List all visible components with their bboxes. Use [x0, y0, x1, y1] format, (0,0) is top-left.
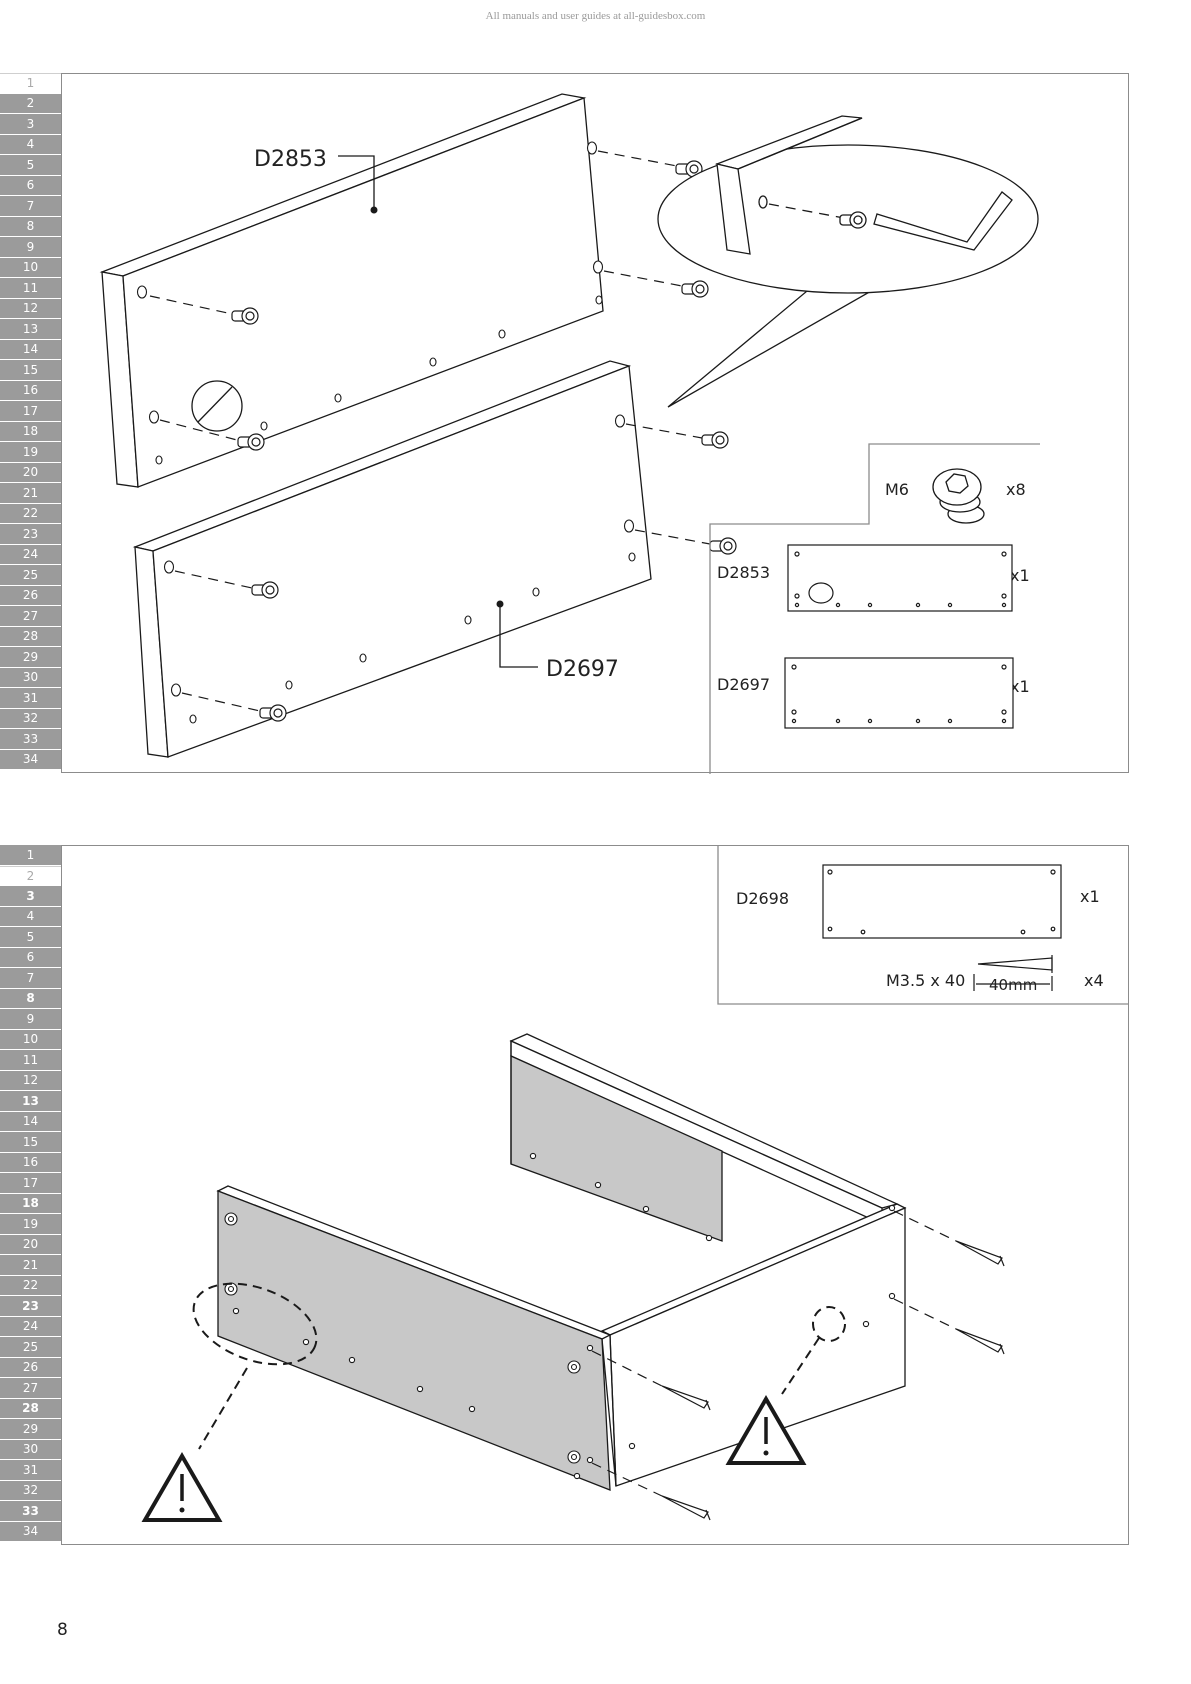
assembly-drawing-step-2: D2698 x1 M3.5 x 40 x4 40mm: [62, 846, 1130, 1546]
board-label-d2853: D2853: [254, 147, 327, 172]
step-number-12: 12: [0, 1071, 61, 1091]
step-number-31: 31: [0, 1460, 61, 1480]
step-number-5: 5: [0, 927, 61, 947]
step-number-19: 19: [0, 442, 61, 462]
step-number-12: 12: [0, 299, 61, 319]
step-number-23: 23: [0, 524, 61, 544]
step-number-18: 18: [0, 1194, 61, 1214]
part-name-d2697: D2697: [717, 675, 770, 694]
page-number: 8: [57, 1620, 68, 1640]
screw-name: M3.5 x 40: [886, 971, 965, 990]
step-number-4: 4: [0, 135, 61, 155]
step-number-29: 29: [0, 1419, 61, 1439]
step-number-28: 28: [0, 1399, 61, 1419]
step-number-8: 8: [0, 989, 61, 1009]
step-number-2: 2: [0, 866, 61, 886]
part-thumbnail-d2698: [823, 865, 1061, 938]
step-number-25: 25: [0, 1337, 61, 1357]
step-number-20: 20: [0, 463, 61, 483]
step-number-2: 2: [0, 94, 61, 114]
step-number-11: 11: [0, 1050, 61, 1070]
step-number-16: 16: [0, 1153, 61, 1173]
step-number-7: 7: [0, 196, 61, 216]
step-number-13: 13: [0, 319, 61, 339]
step-number-24: 24: [0, 545, 61, 565]
step-number-22: 22: [0, 1276, 61, 1296]
part-name-d2853: D2853: [717, 563, 770, 582]
step-number-16: 16: [0, 381, 61, 401]
step-number-33: 33: [0, 1501, 61, 1521]
assembly-drawing-step-1: D2853 D2697 M6 x8 D2853 x1: [62, 74, 1130, 774]
step-number-32: 32: [0, 1481, 61, 1501]
step-number-20: 20: [0, 1235, 61, 1255]
part-thumbnail-d2697: [785, 658, 1013, 728]
step-number-1: 1: [0, 73, 61, 93]
fitting-name: M6: [885, 480, 909, 499]
step-number-3: 3: [0, 114, 61, 134]
step-number-19: 19: [0, 1214, 61, 1234]
step-number-33: 33: [0, 729, 61, 749]
step-number-15: 15: [0, 360, 61, 380]
step-number-29: 29: [0, 647, 61, 667]
step-number-7: 7: [0, 968, 61, 988]
screw-qty: x4: [1084, 971, 1104, 990]
step-number-3: 3: [0, 886, 61, 906]
cable-hole-cover: [192, 381, 242, 431]
drawer-frame-assembly: [218, 1034, 905, 1490]
step-number-30: 30: [0, 668, 61, 688]
step-number-23: 23: [0, 1296, 61, 1316]
instruction-panel-step-2: D2698 x1 M3.5 x 40 x4 40mm: [61, 845, 1129, 1545]
step-number-11: 11: [0, 278, 61, 298]
screw-length: 40mm: [989, 976, 1037, 994]
step-number-6: 6: [0, 948, 61, 968]
step-number-31: 31: [0, 688, 61, 708]
step-number-9: 9: [0, 1009, 61, 1029]
step-number-32: 32: [0, 709, 61, 729]
step-number-10: 10: [0, 258, 61, 278]
part-qty-d2698: x1: [1080, 887, 1100, 906]
warning-triangle-icon: [145, 1456, 219, 1520]
header-note: All manuals and user guides at all-guide…: [0, 10, 1191, 22]
step-number-21: 21: [0, 1255, 61, 1275]
step-number-9: 9: [0, 237, 61, 257]
step-number-28: 28: [0, 627, 61, 647]
part-qty-d2853: x1: [1010, 566, 1030, 585]
step-number-5: 5: [0, 155, 61, 175]
step-number-8: 8: [0, 217, 61, 237]
step-number-17: 17: [0, 1173, 61, 1193]
step-number-14: 14: [0, 1112, 61, 1132]
step-number-25: 25: [0, 565, 61, 585]
step-number-18: 18: [0, 422, 61, 442]
zoom-detail-callout: [658, 116, 1038, 407]
step-number-30: 30: [0, 1440, 61, 1460]
step-number-17: 17: [0, 401, 61, 421]
step-number-4: 4: [0, 907, 61, 927]
step-number-24: 24: [0, 1317, 61, 1337]
step-number-14: 14: [0, 340, 61, 360]
step-number-6: 6: [0, 176, 61, 196]
board-label-d2697: D2697: [546, 657, 619, 682]
step-number-27: 27: [0, 606, 61, 626]
m6-connector-icon: [933, 469, 984, 523]
step-number-1: 1: [0, 845, 61, 865]
part-name-d2698: D2698: [736, 889, 789, 908]
step-number-22: 22: [0, 504, 61, 524]
step-number-21: 21: [0, 483, 61, 503]
step-number-34: 34: [0, 750, 61, 770]
part-thumbnail-d2853: [788, 545, 1012, 611]
step-number-27: 27: [0, 1378, 61, 1398]
step-number-26: 26: [0, 1358, 61, 1378]
step-number-34: 34: [0, 1522, 61, 1542]
step-number-15: 15: [0, 1132, 61, 1152]
step-number-13: 13: [0, 1091, 61, 1111]
step-number-10: 10: [0, 1030, 61, 1050]
instruction-panel-step-1: D2853 D2697 M6 x8 D2853 x1: [61, 73, 1129, 773]
fitting-qty: x8: [1006, 480, 1026, 499]
step-number-26: 26: [0, 586, 61, 606]
